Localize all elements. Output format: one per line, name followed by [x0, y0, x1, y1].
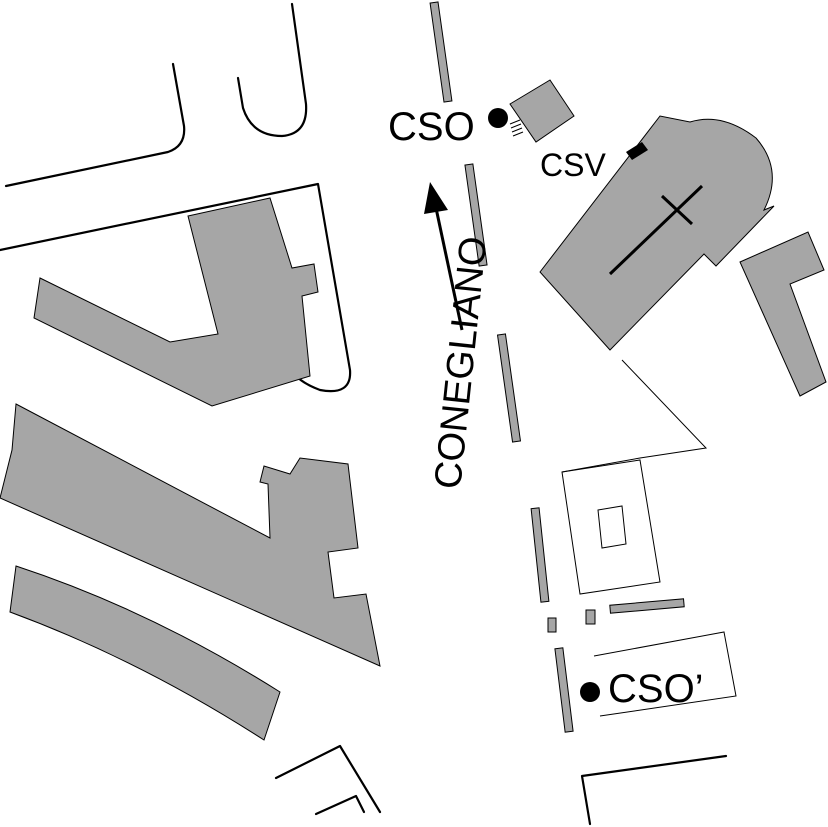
- church-cross-icon: [608, 184, 704, 276]
- sidewalk-strip-8: [554, 647, 574, 733]
- street-name-label: CONEGLIANO: [427, 235, 495, 491]
- sidewalk-strip-1: [429, 1, 453, 103]
- road-corner-bottom-right: [580, 754, 728, 826]
- church-entrance-marker: [626, 142, 648, 160]
- plaza-inner-rect: [597, 505, 627, 549]
- block-outline-upper: [0, 182, 352, 393]
- label-csv: CSV: [540, 147, 606, 183]
- sidewalk-strip-7: [609, 598, 685, 614]
- cso-prime-station-marker: [580, 682, 600, 702]
- plaza-diagonal-outline: [561, 359, 708, 473]
- direction-arrow-icon: [424, 182, 464, 331]
- sidewalk-strip-6: [585, 609, 596, 625]
- plaza-square-outline: [561, 459, 661, 595]
- road-curve-left: [4, 62, 186, 188]
- label-cso: CSO: [388, 105, 475, 149]
- road-curve-right: [236, 2, 308, 138]
- label-cso-prime: CSO’: [608, 667, 704, 711]
- road-corner-bottom-left: [274, 744, 382, 814]
- sidewalk-strip-5: [547, 617, 557, 633]
- building-upper-left: [33, 197, 319, 407]
- building-near-cso: [509, 79, 575, 143]
- building-lower-left: [9, 565, 281, 741]
- sidewalk-strip-4: [530, 507, 550, 603]
- parcel-outline-lower-right: [593, 631, 737, 717]
- cso-station-marker: [488, 108, 508, 128]
- road-corner-bottom-left-inner: [314, 794, 366, 816]
- stairs-icon: [509, 119, 524, 137]
- church-building: [539, 115, 775, 351]
- building-middle-left: [0, 403, 381, 667]
- sidewalk-strip-3: [496, 333, 522, 443]
- sidewalk-strip-2: [464, 163, 488, 267]
- building-l-shaped-right: [739, 231, 827, 397]
